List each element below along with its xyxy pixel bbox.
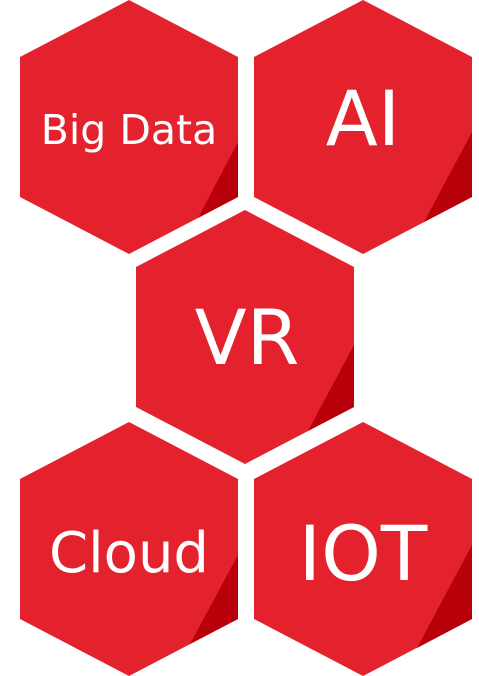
hexagon-ai: AI bbox=[254, 0, 472, 254]
hexagon-iot-shape bbox=[254, 422, 472, 676]
hexagon-big-data-fold bbox=[198, 142, 238, 218]
hexagon-big-data-label: Big Data bbox=[41, 106, 217, 154]
hexagon-iot-label: IOT bbox=[299, 509, 428, 598]
hexagon-cloud: Cloud bbox=[20, 422, 238, 676]
hexagon-vr-fold bbox=[308, 345, 354, 431]
hexagon-vr-shape bbox=[136, 210, 354, 464]
hexagon-vr-label: VR bbox=[195, 293, 300, 382]
hexagon-vr: VR bbox=[136, 210, 354, 464]
hexagon-ai-label: AI bbox=[326, 74, 400, 163]
hexagon-ai-shape bbox=[254, 0, 472, 254]
hexagon-cloud-label: Cloud bbox=[49, 521, 209, 586]
hexagon-big-data: Big Data bbox=[20, 0, 238, 254]
hexagon-big-data-shape bbox=[20, 0, 238, 254]
hexagon-ai-fold bbox=[424, 132, 472, 222]
hexagon-iot: IOT bbox=[254, 422, 472, 676]
hexagon-cloud-fold bbox=[190, 555, 238, 644]
hexagon-iot-fold bbox=[417, 545, 472, 648]
hexagon-cloud-shape bbox=[20, 422, 238, 676]
